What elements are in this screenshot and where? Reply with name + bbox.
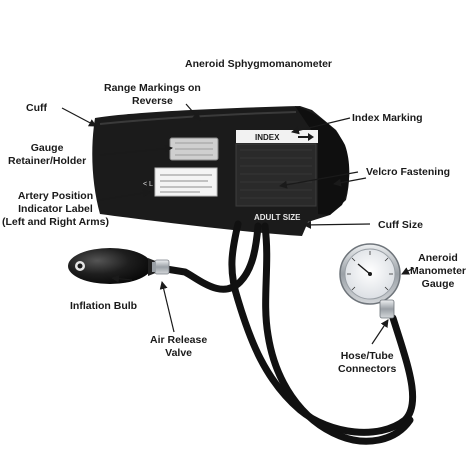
label-range-markings: Range Markings on Reverse bbox=[104, 82, 201, 108]
label-hose-line1: Hose/Tube bbox=[340, 350, 394, 362]
label-aneroid-line2: Manometer bbox=[410, 265, 467, 277]
label-gauge-retainer-line2: Retainer/Holder bbox=[8, 155, 87, 167]
label-cuff-size: Cuff Size bbox=[378, 219, 423, 231]
label-index-marking: Index Marking bbox=[352, 112, 423, 124]
label-aneroid-line3: Gauge bbox=[421, 278, 455, 290]
velcro-strip bbox=[235, 143, 317, 207]
leader-arrows bbox=[61, 103, 415, 345]
label-air-release-line1: Air Release bbox=[150, 334, 208, 346]
label-range-markings-line1: Range Markings on bbox=[104, 82, 201, 94]
aneroid-gauge bbox=[339, 243, 401, 319]
diagram-title: Aneroid Sphygmomanometer bbox=[185, 58, 333, 70]
label-inflation-bulb: Inflation Bulb bbox=[70, 300, 138, 312]
label-aneroid-line1: Aneroid bbox=[418, 252, 458, 264]
label-air-release-valve: Air Release Valve bbox=[150, 334, 207, 360]
cuff-index-text: INDEX bbox=[255, 133, 280, 142]
label-aneroid-gauge: Aneroid Manometer Gauge bbox=[410, 252, 466, 291]
label-cuff: Cuff bbox=[26, 102, 47, 114]
label-hose-connectors: Hose/Tube Connectors bbox=[338, 350, 396, 376]
label-air-release-line2: Valve bbox=[165, 347, 193, 359]
air-release-valve bbox=[152, 259, 170, 275]
cuff-size-text: ADULT SIZE bbox=[254, 213, 301, 222]
label-range-markings-line2: Reverse bbox=[131, 95, 173, 107]
label-gauge-retainer-line1: Gauge bbox=[30, 142, 64, 154]
label-artery-line3: (Left and Right Arms) bbox=[2, 216, 109, 228]
label-artery-line1: Artery Position bbox=[17, 190, 94, 202]
label-velcro-fastening: Velcro Fastening bbox=[366, 166, 451, 178]
tubes bbox=[156, 220, 417, 445]
cuff: < L bbox=[92, 106, 350, 236]
svg-text:< L: < L bbox=[143, 181, 153, 188]
label-artery-position: Artery Position Indicator Label (Left an… bbox=[2, 190, 109, 229]
label-artery-line2: Indicator Label bbox=[18, 203, 93, 215]
label-hose-line2: Connectors bbox=[338, 363, 397, 375]
label-gauge-retainer: Gauge Retainer/Holder bbox=[8, 142, 86, 168]
artery-indicator-label bbox=[154, 167, 218, 197]
